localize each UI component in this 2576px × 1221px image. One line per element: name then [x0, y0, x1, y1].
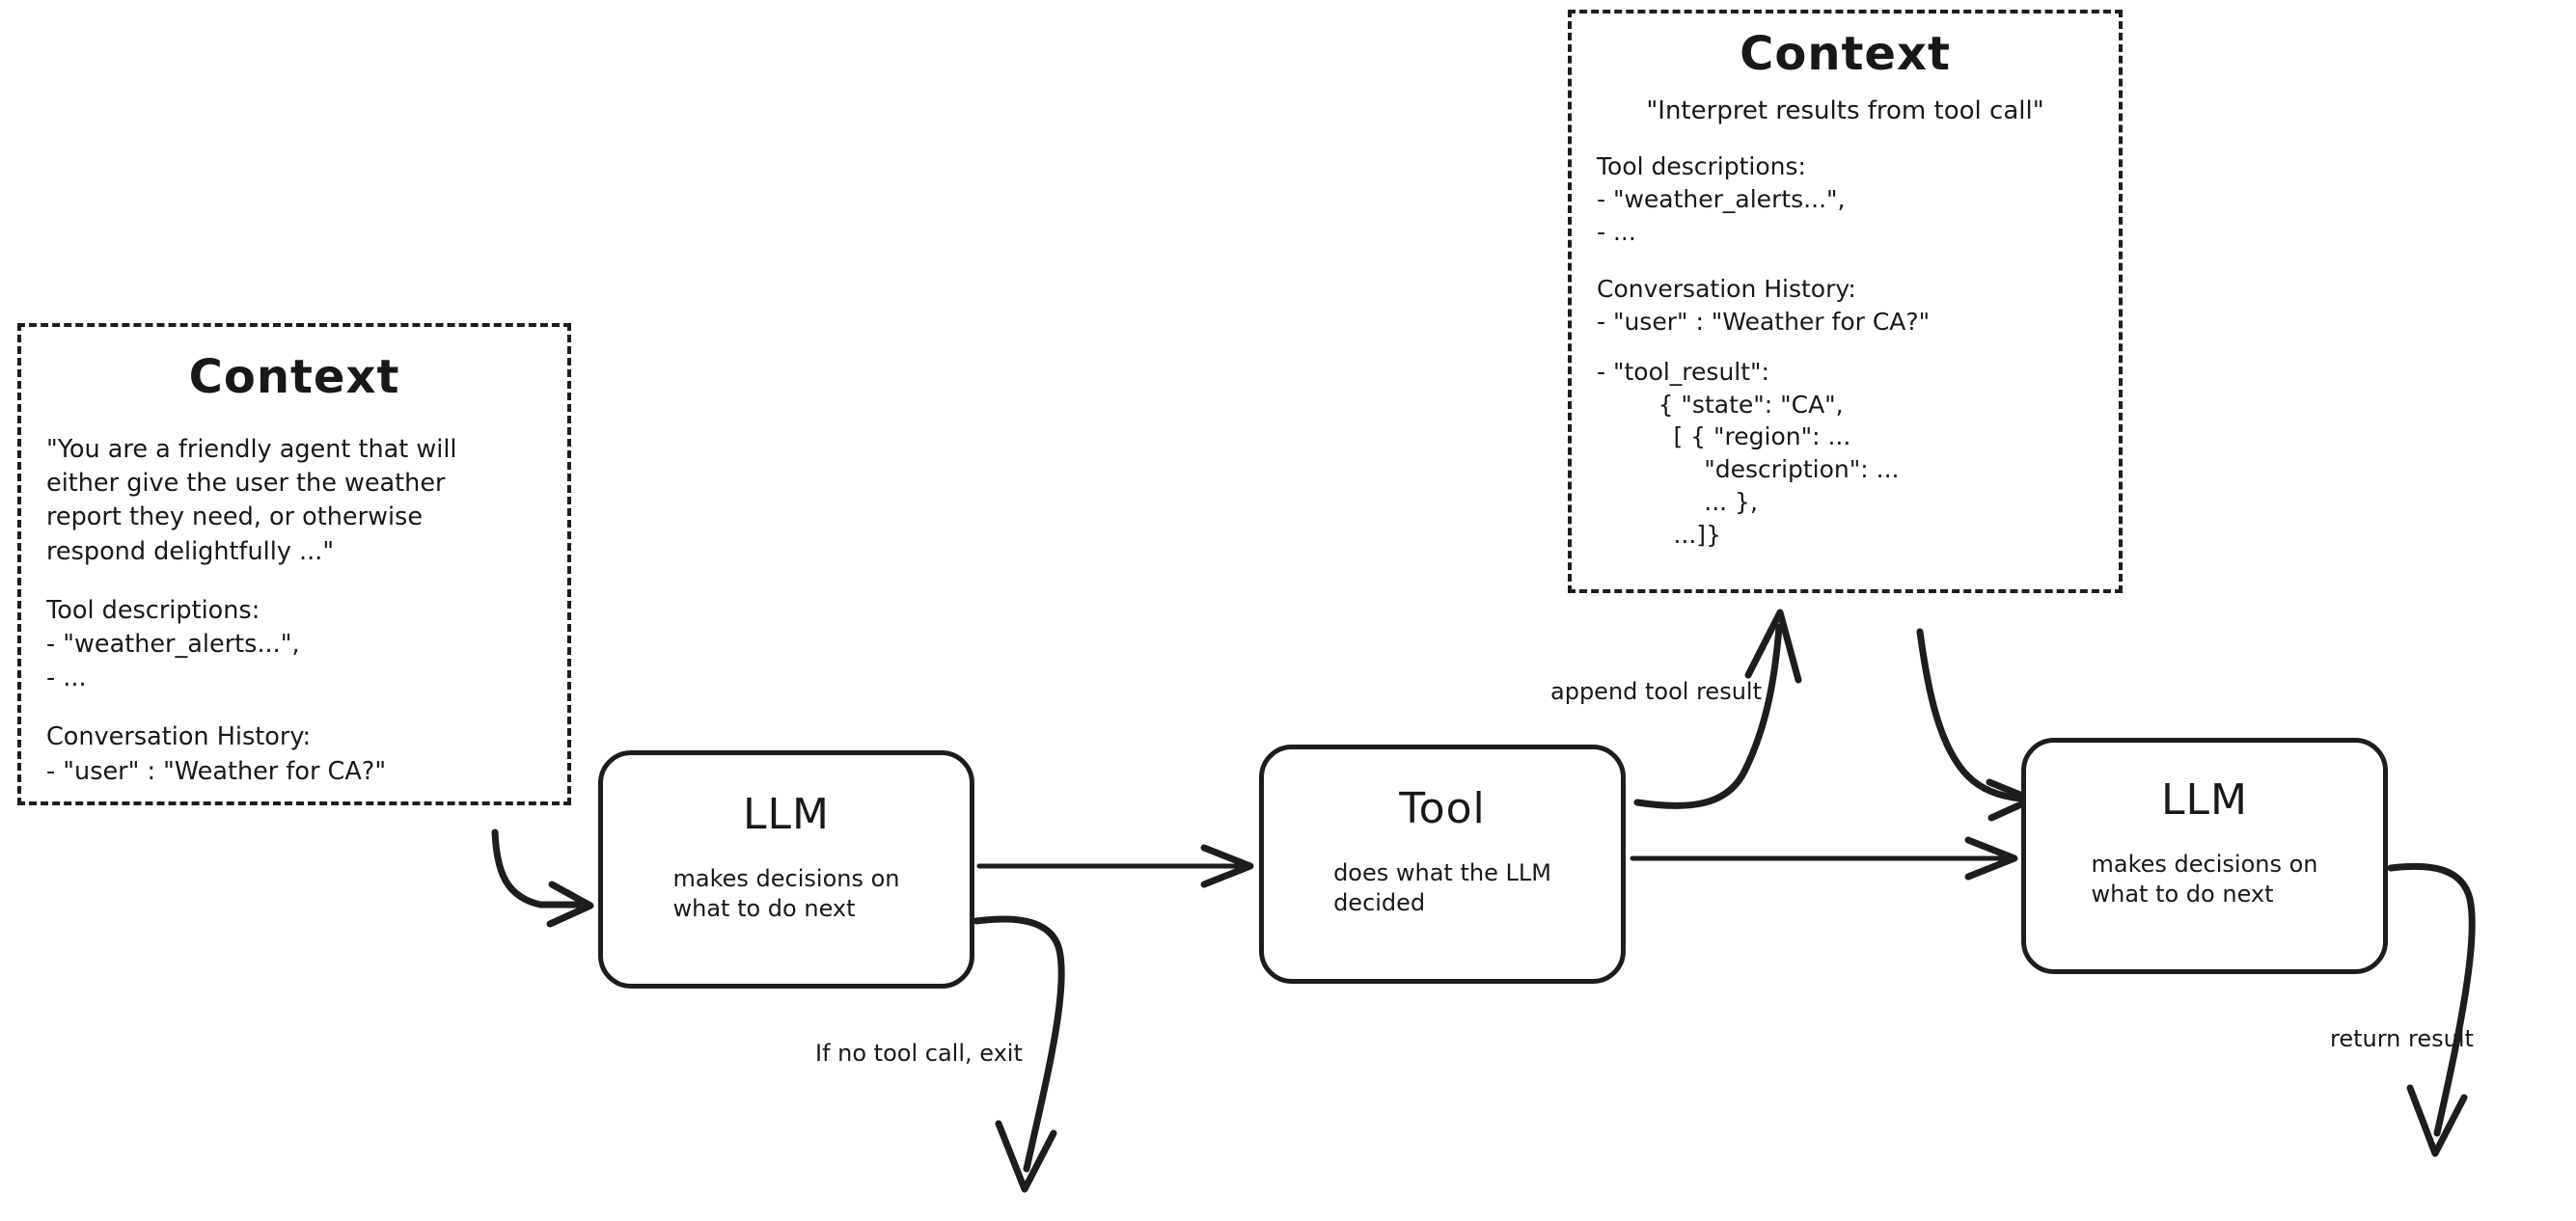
edge-label-return-result: return result — [2330, 1025, 2474, 1052]
context-right-tool-result: - "tool_result": { "state": "CA", [ { "r… — [1597, 357, 1900, 549]
edge-label-append-tool-result: append tool result — [1550, 678, 1762, 705]
node-tool-subtitle: does what the LLM decided — [1333, 859, 1551, 917]
edge-tool-to-context-right — [1633, 609, 1802, 809]
node-llm-first-subtitle: makes decisions on what to do next — [672, 865, 900, 923]
context-left-system-prompt: "You are a friendly agent that will eith… — [46, 435, 457, 566]
context-left-conversation-history-items: - "user" : "Weather for CA?" — [46, 756, 387, 786]
context-right-body: "Interpret results from tool call" Tool … — [1572, 96, 2119, 551]
context-right-conversation-history-items: - "user" : "Weather for CA?" — [1597, 308, 1931, 336]
context-right-tool-descriptions-heading: Tool descriptions: — [1597, 152, 1806, 180]
node-llm-first-title: LLM — [743, 790, 830, 839]
context-box-left: Context "You are a friendly agent that w… — [17, 323, 571, 805]
spacer — [1597, 248, 2094, 273]
spacer — [1597, 125, 2094, 150]
edge-context-right-to-llm2 — [1916, 628, 2036, 822]
node-llm-first[interactable]: LLM makes decisions on what to do next — [598, 750, 974, 989]
node-llm-second-title: LLM — [2161, 775, 2248, 825]
node-tool[interactable]: Tool does what the LLM decided — [1259, 745, 1626, 984]
context-right-title: Context — [1740, 27, 1951, 81]
context-box-right: Context "Interpret results from tool cal… — [1568, 10, 2123, 593]
edge-llm2-return — [2387, 862, 2476, 1157]
spacer — [46, 695, 542, 720]
spacer — [1597, 339, 2094, 356]
context-right-conversation-history-heading: Conversation History: — [1597, 275, 1856, 304]
context-right-system-prompt: "Interpret results from tool call" — [1646, 96, 2044, 125]
node-llm-second[interactable]: LLM makes decisions on what to do next — [2021, 738, 2388, 974]
edge-llm1-to-tool — [976, 844, 1254, 888]
node-llm-second-subtitle: makes decisions on what to do next — [2091, 851, 2318, 909]
edge-label-no-tool-call: If no tool call, exit — [815, 1040, 1023, 1067]
context-left-title: Context — [188, 350, 400, 404]
edge-context-left-to-llm1 — [491, 828, 594, 928]
context-left-tool-descriptions-items: - "weather_alerts...", - ... — [46, 629, 300, 693]
edge-tool-to-llm2 — [1630, 836, 2018, 881]
context-left-conversation-history-heading: Conversation History: — [46, 722, 312, 752]
context-left-body: "You are a friendly agent that will eith… — [21, 433, 567, 789]
context-left-tool-descriptions-heading: Tool descriptions: — [46, 595, 260, 625]
context-right-tool-descriptions-items: - "weather_alerts...", - ... — [1597, 184, 1846, 246]
node-tool-title: Tool — [1399, 784, 1486, 833]
spacer — [46, 569, 542, 594]
